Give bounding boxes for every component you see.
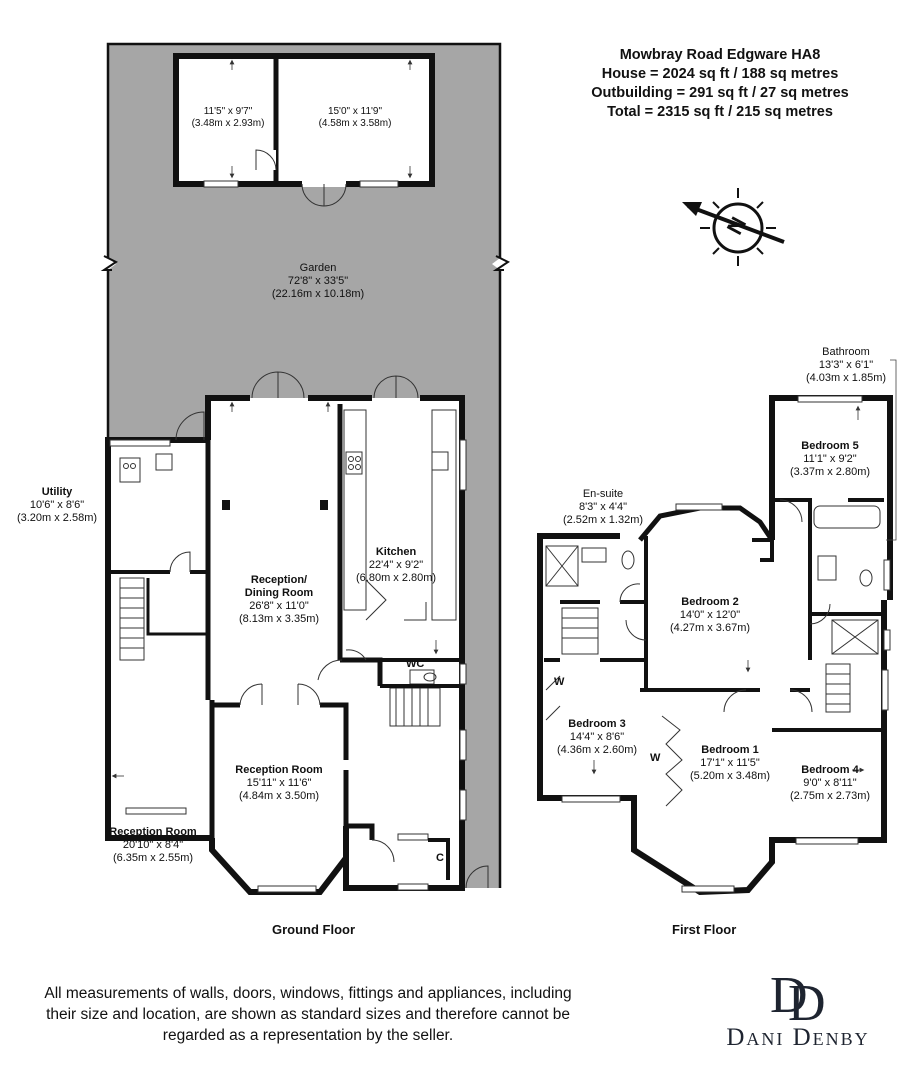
reception-room-label: Reception Room 15'11" x 11'6" (4.84m x 3… — [224, 764, 334, 803]
bathroom-metric: (4.03m x 1.85m) — [805, 372, 887, 384]
house-area: House = 2024 sq ft / 188 sq metres — [601, 66, 839, 82]
utility-label: Utility 10'6" x 8'6" (3.20m x 2.58m) — [8, 486, 106, 525]
brand-name: Dani Denby — [700, 1024, 896, 1052]
outbuilding-area: Outbuilding = 291 sq ft / 27 sq metres — [591, 85, 849, 101]
bedroom4-name: Bedroom 4 — [801, 764, 859, 776]
bedroom5-metric: (3.37m x 2.80m) — [789, 466, 871, 478]
monogram-d1: D — [770, 967, 808, 1024]
wardrobe-label-bedroom1: W — [650, 752, 661, 764]
utility-name: Utility — [41, 486, 73, 498]
ensuite-metric: (2.52m x 1.32m) — [562, 514, 644, 526]
outbuilding-left-imperial: 11'5" x 9'7" — [203, 106, 253, 117]
reception-dining-name-1: Reception/ — [250, 574, 308, 586]
outbuilding-right-metric: (4.58m x 3.58m) — [318, 118, 392, 129]
compass-north-arrow-icon — [682, 188, 785, 266]
bedroom1-imperial: 17'1" x 11'5" — [700, 757, 760, 769]
brand-name-text: Dani Denby — [726, 1024, 870, 1051]
reception-dining-name-2: Dining Room — [244, 587, 314, 599]
disclaimer-text: All measurements of walls, doors, window… — [44, 985, 572, 1044]
bedroom1-metric: (5.20m x 3.48m) — [689, 770, 771, 782]
bedroom5-label: Bedroom 5 11'1" x 9'2" (3.37m x 2.80m) — [782, 440, 878, 479]
outbuilding-french-doors — [301, 183, 347, 207]
garden-metric: (22.16m x 10.18m) — [271, 288, 365, 300]
reception-room-imperial: 15'11" x 11'6" — [246, 777, 312, 789]
garden-imperial: 72'8" x 33'5" — [287, 275, 349, 287]
bedroom4-imperial: 9'0" x 8'11" — [803, 777, 857, 789]
kitchen-name: Kitchen — [375, 546, 417, 558]
utility-imperial: 10'6" x 8'6" — [29, 499, 85, 511]
bathroom-imperial: 13'3" x 6'1" — [818, 359, 874, 371]
ground-floor-plan — [105, 371, 489, 895]
wardrobe-label-bedroom3: W — [554, 676, 565, 688]
outbuilding-right-imperial: 15'0" x 11'9" — [327, 106, 383, 117]
garden-boundary — [106, 42, 502, 888]
first-floor-title: First Floor — [672, 922, 737, 937]
reception-dining-imperial: 26'8" x 11'0" — [249, 600, 309, 612]
ensuite-name: En-suite — [582, 488, 624, 500]
ensuite-label: En-suite 8'3" x 4'4" (2.52m x 1.32m) — [556, 488, 650, 527]
dani-denby-monogram-logo: D D — [770, 967, 826, 1026]
bedroom3-label: Bedroom 3 14'4" x 8'6" (4.36m x 2.60m) — [550, 718, 644, 757]
reception-dining-label: Reception/ Dining Room 26'8" x 11'0" (8.… — [224, 574, 334, 626]
kitchen-label: Kitchen 22'4" x 9'2" (6.80m x 2.80m) — [356, 546, 436, 585]
cupboard-label: C — [436, 852, 444, 864]
outbuilding-left-metric: (3.48m x 2.93m) — [191, 118, 265, 129]
outbuilding-fill — [176, 56, 432, 184]
kitchen-imperial: 22'4" x 9'2" — [368, 559, 424, 571]
ensuite-imperial: 8'3" x 4'4" — [578, 501, 628, 513]
total-area: Total = 2315 sq ft / 215 sq metres — [607, 104, 833, 120]
bedroom1-name: Bedroom 1 — [701, 744, 759, 756]
garden-break-right — [492, 255, 510, 271]
outbuilding-room-right-label: 15'0" x 11'9" (4.58m x 3.58m) — [300, 106, 410, 130]
bedroom5-name: Bedroom 5 — [801, 440, 859, 452]
bedroom2-name: Bedroom 2 — [681, 596, 739, 608]
reception-room-metric: (4.84m x 3.50m) — [238, 790, 320, 802]
property-summary: Mowbray Road Edgware HA8 House = 2024 sq… — [570, 46, 870, 122]
reception-room-front-metric: (6.35m x 2.55m) — [112, 852, 194, 864]
garden-area — [108, 44, 500, 888]
ground-floor-title: Ground Floor — [272, 922, 356, 937]
reception-room-front-name: Reception Room — [109, 826, 197, 838]
reception-room-front-label: Reception Room 20'10" x 8'4" (6.35m x 2.… — [100, 826, 206, 865]
reception-room-front-imperial: 20'10" x 8'4" — [122, 839, 184, 851]
bedroom3-name: Bedroom 3 — [568, 718, 626, 730]
bedroom4-metric: (2.75m x 2.73m) — [789, 790, 871, 802]
bedroom1-label: Bedroom 1 17'1" x 11'5" (5.20m x 3.48m) — [682, 744, 778, 783]
monogram-d2: D — [788, 975, 826, 1026]
reception-dining-metric: (8.13m x 3.35m) — [238, 613, 320, 625]
utility-metric: (3.20m x 2.58m) — [16, 512, 98, 524]
kitchen-metric: (6.80m x 2.80m) — [356, 572, 437, 584]
wc-label: WC — [406, 658, 425, 670]
reception-room-name: Reception Room — [235, 764, 323, 776]
bedroom3-metric: (4.36m x 2.60m) — [556, 744, 638, 756]
property-address: Mowbray Road Edgware HA8 — [619, 47, 821, 63]
garden-label: Garden 72'8" x 33'5" (22.16m x 10.18m) — [258, 262, 378, 301]
bathroom-label: Bathroom 13'3" x 6'1" (4.03m x 1.85m) — [798, 346, 894, 385]
bedroom5-imperial: 11'1" x 9'2" — [803, 453, 857, 465]
bedroom4-label: Bedroom 4 9'0" x 8'11" (2.75m x 2.73m) — [782, 764, 878, 803]
bedroom3-imperial: 14'4" x 8'6" — [569, 731, 625, 743]
bedroom2-imperial: 14'0" x 12'0" — [679, 609, 741, 621]
outbuilding-door-swing — [255, 149, 277, 171]
bedroom2-metric: (4.27m x 3.67m) — [669, 622, 751, 634]
garden-break-left — [100, 255, 118, 271]
first-floor-plan — [537, 359, 897, 896]
outbuilding-room-left-label: 11'5" x 9'7" (3.48m x 2.93m) — [186, 106, 270, 130]
bathroom-name: Bathroom — [822, 346, 870, 358]
garden-name: Garden — [299, 262, 337, 274]
bedroom2-label: Bedroom 2 14'0" x 12'0" (4.27m x 3.67m) — [662, 596, 758, 635]
